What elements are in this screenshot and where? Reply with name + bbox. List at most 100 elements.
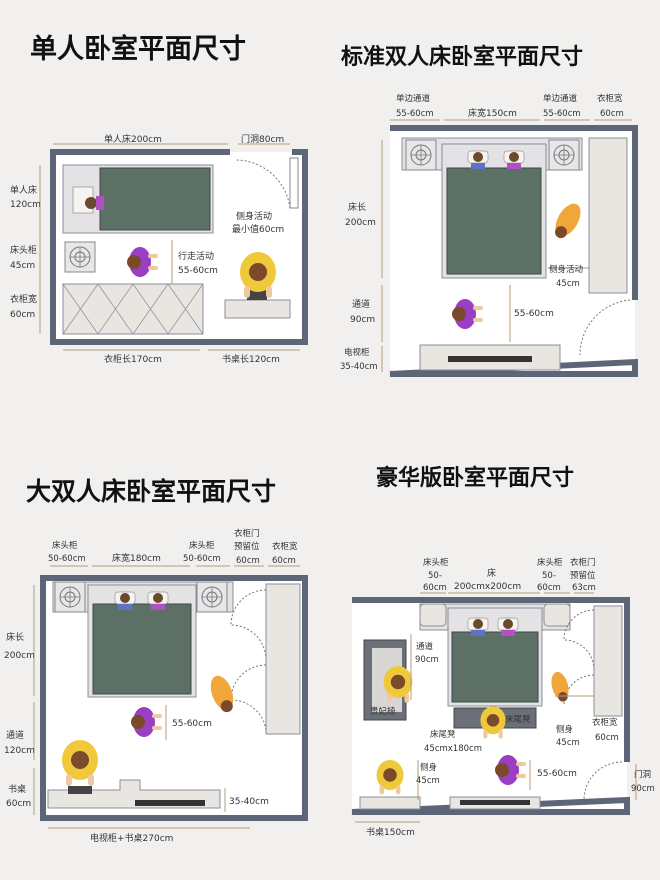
plan-luxury: 床头柜 50- 60cm 床 200cmx200cm 床头柜 50- 60cm …: [351, 557, 655, 838]
large-nightstand-right-icon: [196, 581, 228, 613]
standard-side-right-label-2: 55-60cm: [543, 109, 581, 119]
luxury-wardrobe: [593, 605, 623, 717]
luxury-ns-left-label-3: 60cm: [423, 583, 447, 593]
large-bed: [92, 603, 192, 695]
single-wardrobe: [62, 283, 204, 335]
standard-sleeper-pink-icon: [503, 150, 525, 170]
luxury-desk-label: 书桌150cm: [366, 826, 415, 838]
luxury-ns-right-label-1: 床头柜: [537, 557, 563, 568]
large-door-label-3: 60cm: [236, 556, 260, 566]
single-door-label: 门洞80cm: [241, 133, 284, 145]
standard-side-right-label-1: 单边通道: [543, 93, 578, 104]
standard-wardrobe: [588, 137, 628, 294]
luxury-door-label-3: 63cm: [572, 583, 596, 593]
large-wardrobe-label-2: 60cm: [272, 556, 296, 566]
luxury-turn-label-1: 侧身: [556, 724, 573, 735]
single-bed-width-label-2: 120cm: [10, 200, 41, 210]
standard-tv: [448, 356, 532, 362]
standard-turn-label-2: 45cm: [556, 279, 580, 289]
large-wardrobe-label-1: 衣柜宽: [272, 541, 298, 552]
luxury-nightstand-left: [419, 603, 447, 627]
wall-single: [50, 149, 308, 345]
luxury-ns-right-label-3: 60cm: [537, 583, 561, 593]
title-single: 单人卧室平面尺寸: [30, 33, 246, 65]
luxury-desk: [359, 796, 421, 810]
large-aisle-label-1: 通道: [6, 729, 24, 741]
large-ns-right-label-1: 床头柜: [189, 540, 215, 551]
luxury-turn-label-3: 侧身: [420, 762, 437, 773]
luxury-bench-label-1: 床尾凳: [430, 729, 456, 740]
luxury-nightstand-right: [543, 603, 571, 627]
luxury-walker-yellow-1-icon: [383, 666, 413, 703]
wall-large: [40, 575, 308, 821]
luxury-bed-label-2: 200cmx200cm: [454, 582, 521, 592]
large-tv: [135, 800, 205, 806]
single-desk: [224, 299, 291, 319]
luxury-aisle-label-2: 90cm: [415, 655, 439, 665]
luxury-walker-yellow-2-icon: [480, 706, 506, 739]
single-walk-label-2: 55-60cm: [178, 266, 218, 276]
standard-bed: [446, 167, 542, 275]
title-luxury: 豪华版卧室平面尺寸: [376, 465, 574, 491]
plan-single: 单人床200cm 门洞80cm 单人床 120cm 床头柜 45cm 衣柜宽 6…: [10, 133, 308, 365]
standard-aisle-label-2: 90cm: [350, 315, 375, 325]
large-ns-left-label-1: 床头柜: [52, 540, 78, 551]
luxury-ns-left-label-2: 50-: [428, 571, 442, 581]
single-wardrobe-length-label: 衣柜长170cm: [104, 353, 162, 365]
standard-wardrobe-label-1: 衣柜宽: [597, 93, 623, 104]
large-ns-right-label-2: 50-60cm: [183, 554, 221, 564]
luxury-wardrobe-label-2: 60cm: [595, 733, 619, 743]
luxury-sleeper-blue-icon: [467, 617, 489, 637]
luxury-bench-label-2: 45cmx180cm: [424, 744, 482, 754]
plan-large: 床头柜 50-60cm 床宽180cm 床头柜 50-60cm 衣柜门 预留位 …: [4, 528, 308, 844]
title-standard: 标准双人床卧室平面尺寸: [341, 44, 583, 70]
large-sleeper-blue-icon: [114, 591, 136, 611]
standard-walk-label: 55-60cm: [514, 309, 554, 319]
luxury-walk-label: 55-60cm: [537, 769, 577, 779]
standard-side-left-label-1: 单边通道: [396, 93, 431, 104]
standard-turn-label-1: 侧身活动: [549, 264, 584, 275]
large-sleeper-pink-icon: [147, 591, 169, 611]
single-nightstand-label-1: 床头柜: [10, 244, 37, 256]
luxury-bed: [451, 631, 539, 703]
standard-tv-label-1: 电视柜: [344, 347, 370, 358]
luxury-door-label-2: 预留位: [570, 570, 596, 581]
large-walk-label: 55-60cm: [172, 719, 212, 729]
large-bed-length-label-2: 200cm: [4, 651, 35, 661]
luxury-turn-label-2: 45cm: [556, 738, 580, 748]
large-bed-length-label-1: 床长: [6, 631, 24, 643]
single-bed: [99, 167, 211, 231]
large-aisle-label-2: 120cm: [4, 746, 35, 756]
luxury-door-swing: [583, 761, 623, 801]
standard-tv-label-2: 35-40cm: [340, 362, 378, 372]
standard-sleeper-blue-icon: [467, 150, 489, 170]
luxury-bed-label-1: 床: [487, 567, 496, 579]
single-desk-length-label: 书桌长120cm: [222, 353, 280, 365]
luxury-wardrobe-door-swing: [563, 609, 595, 706]
large-nightstand-left-icon: [54, 581, 86, 613]
standard-door-swing: [579, 299, 631, 356]
large-wardrobe: [265, 583, 301, 735]
single-walk-label-1: 行走活动: [178, 250, 214, 262]
single-walker-yellow-icon: [240, 252, 276, 298]
large-door-label-1: 衣柜门: [234, 528, 260, 539]
single-nightstand-label-2: 45cm: [10, 261, 35, 271]
single-turn-label-2: 最小值60cm: [232, 223, 284, 235]
large-tv-depth-label: 35-40cm: [229, 797, 269, 807]
luxury-aisle-label-1: 通道: [416, 641, 434, 652]
large-bottom-label: 电视柜+书桌270cm: [90, 832, 173, 844]
single-door-swing: [234, 159, 291, 209]
single-bed-length-label: 单人床200cm: [104, 133, 162, 145]
large-desk-label-1: 书桌: [8, 783, 26, 795]
single-nightstand-icon: [64, 241, 96, 273]
luxury-door-hole-label-1: 门洞: [634, 769, 651, 780]
standard-nightstand-right-icon: [548, 139, 580, 171]
luxury-walker-yellow-3-icon: [376, 759, 404, 795]
luxury-ns-right-label-2: 50-: [542, 571, 556, 581]
luxury-door-label-1: 衣柜门: [570, 557, 596, 568]
luxury-turn-label-4: 45cm: [416, 776, 440, 786]
luxury-sofa-label: 贵妃椅: [370, 706, 396, 717]
luxury-tv: [460, 800, 530, 805]
title-large: 大双人床卧室平面尺寸: [26, 477, 276, 506]
